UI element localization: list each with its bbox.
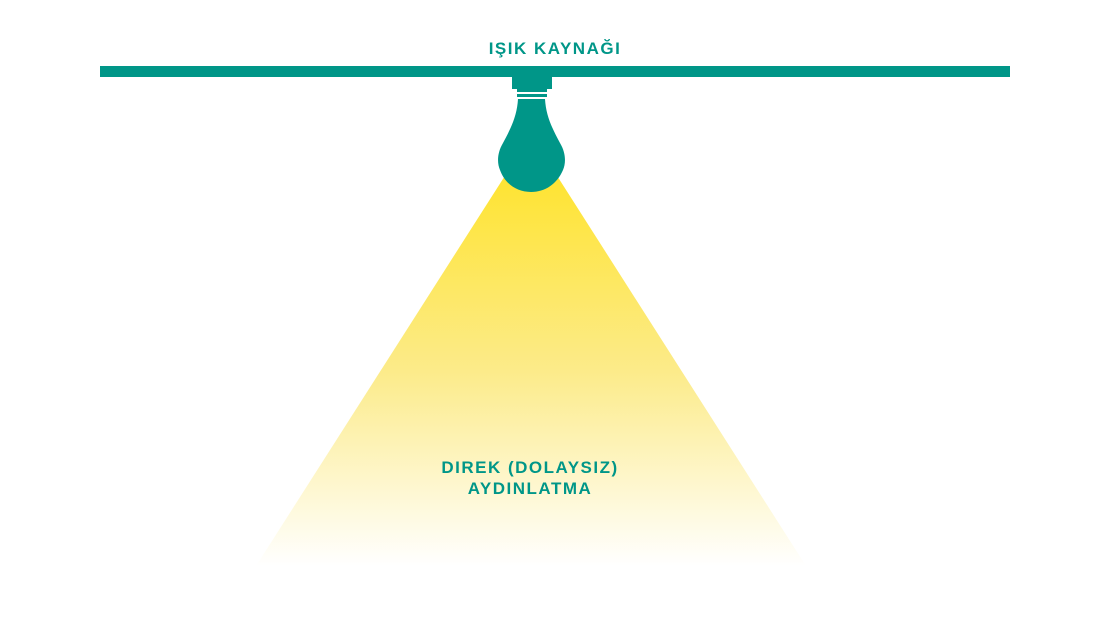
- ceiling-bar: [100, 66, 1010, 77]
- lamp-holder: [512, 77, 552, 97]
- light-beam: [256, 135, 806, 566]
- caption-line-2: AYDINLATMA: [467, 479, 593, 498]
- light-bulb-icon: [498, 99, 565, 192]
- lighting-type-caption: DIREK (DOLAYSIZ) AYDINLATMA: [330, 457, 730, 499]
- caption-line-1: DIREK (DOLAYSIZ): [441, 458, 619, 477]
- light-source-title: IŞIK KAYNAĞI: [488, 39, 622, 58]
